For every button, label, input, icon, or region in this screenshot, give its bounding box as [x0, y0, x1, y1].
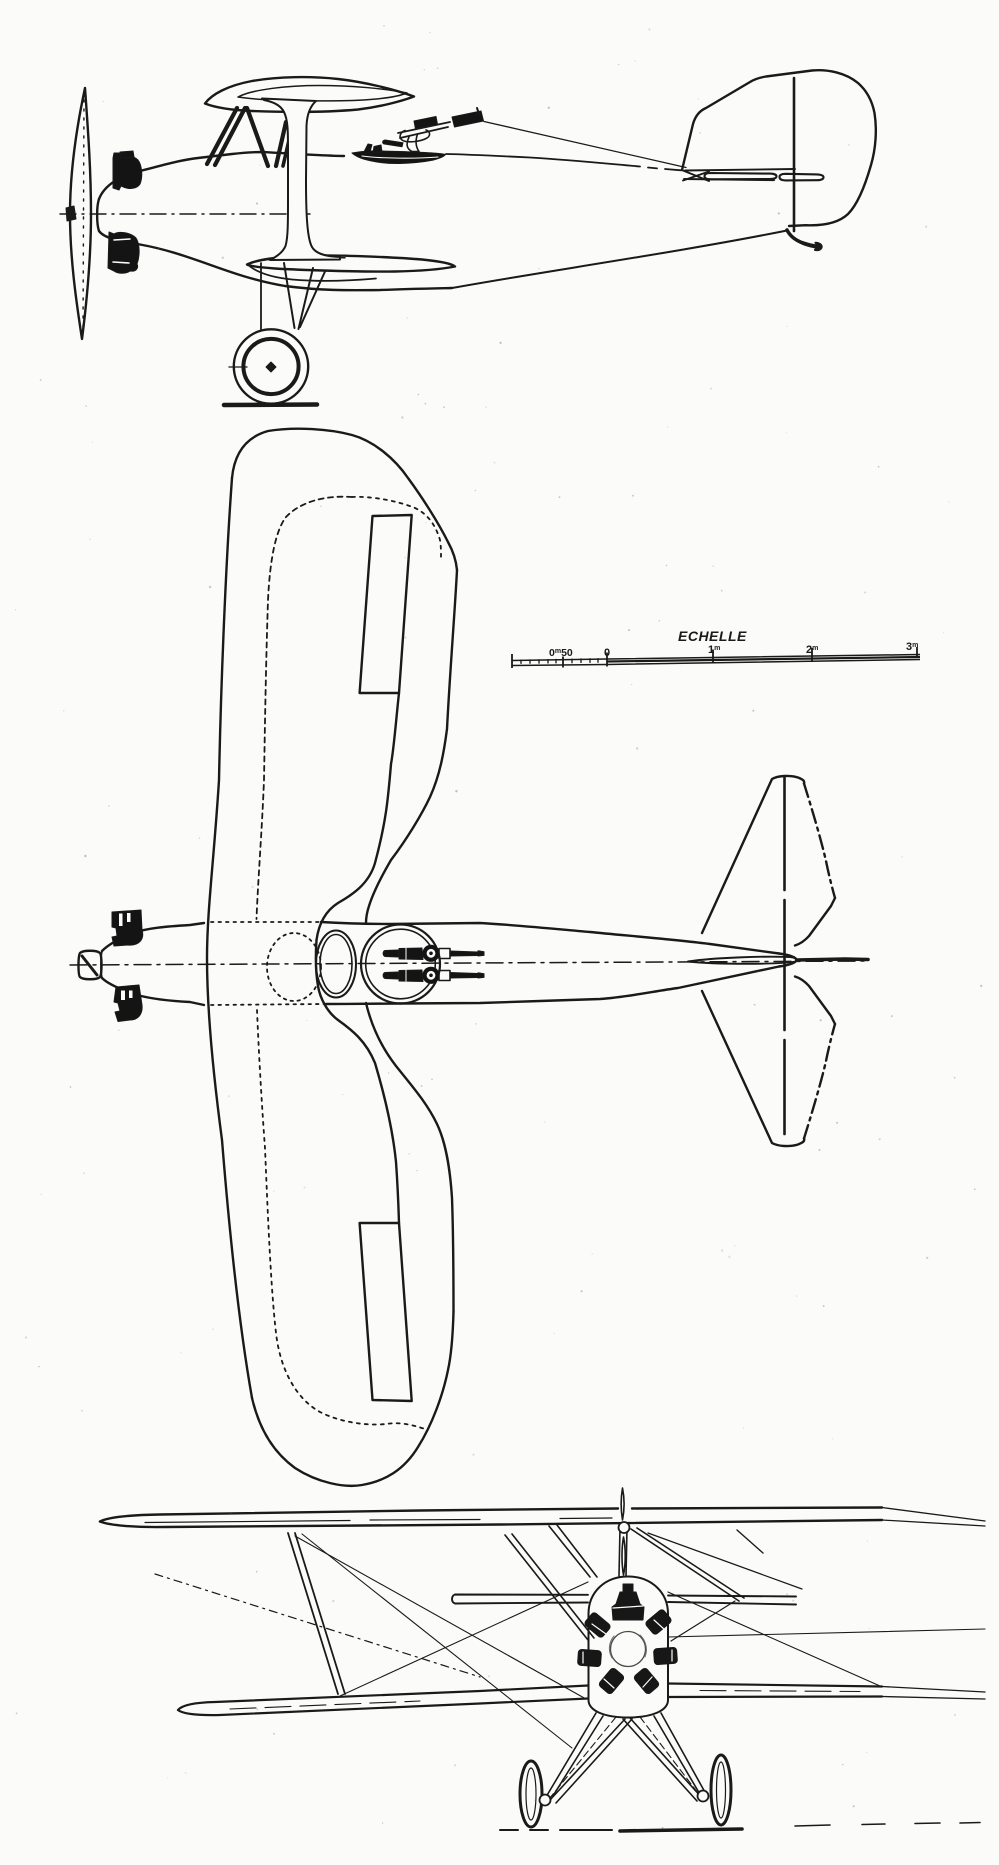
svg-text:1m: 1m: [708, 644, 720, 656]
svg-text:ECHELLE: ECHELLE: [678, 628, 747, 644]
svg-text:0m50: 0m50: [549, 647, 573, 659]
